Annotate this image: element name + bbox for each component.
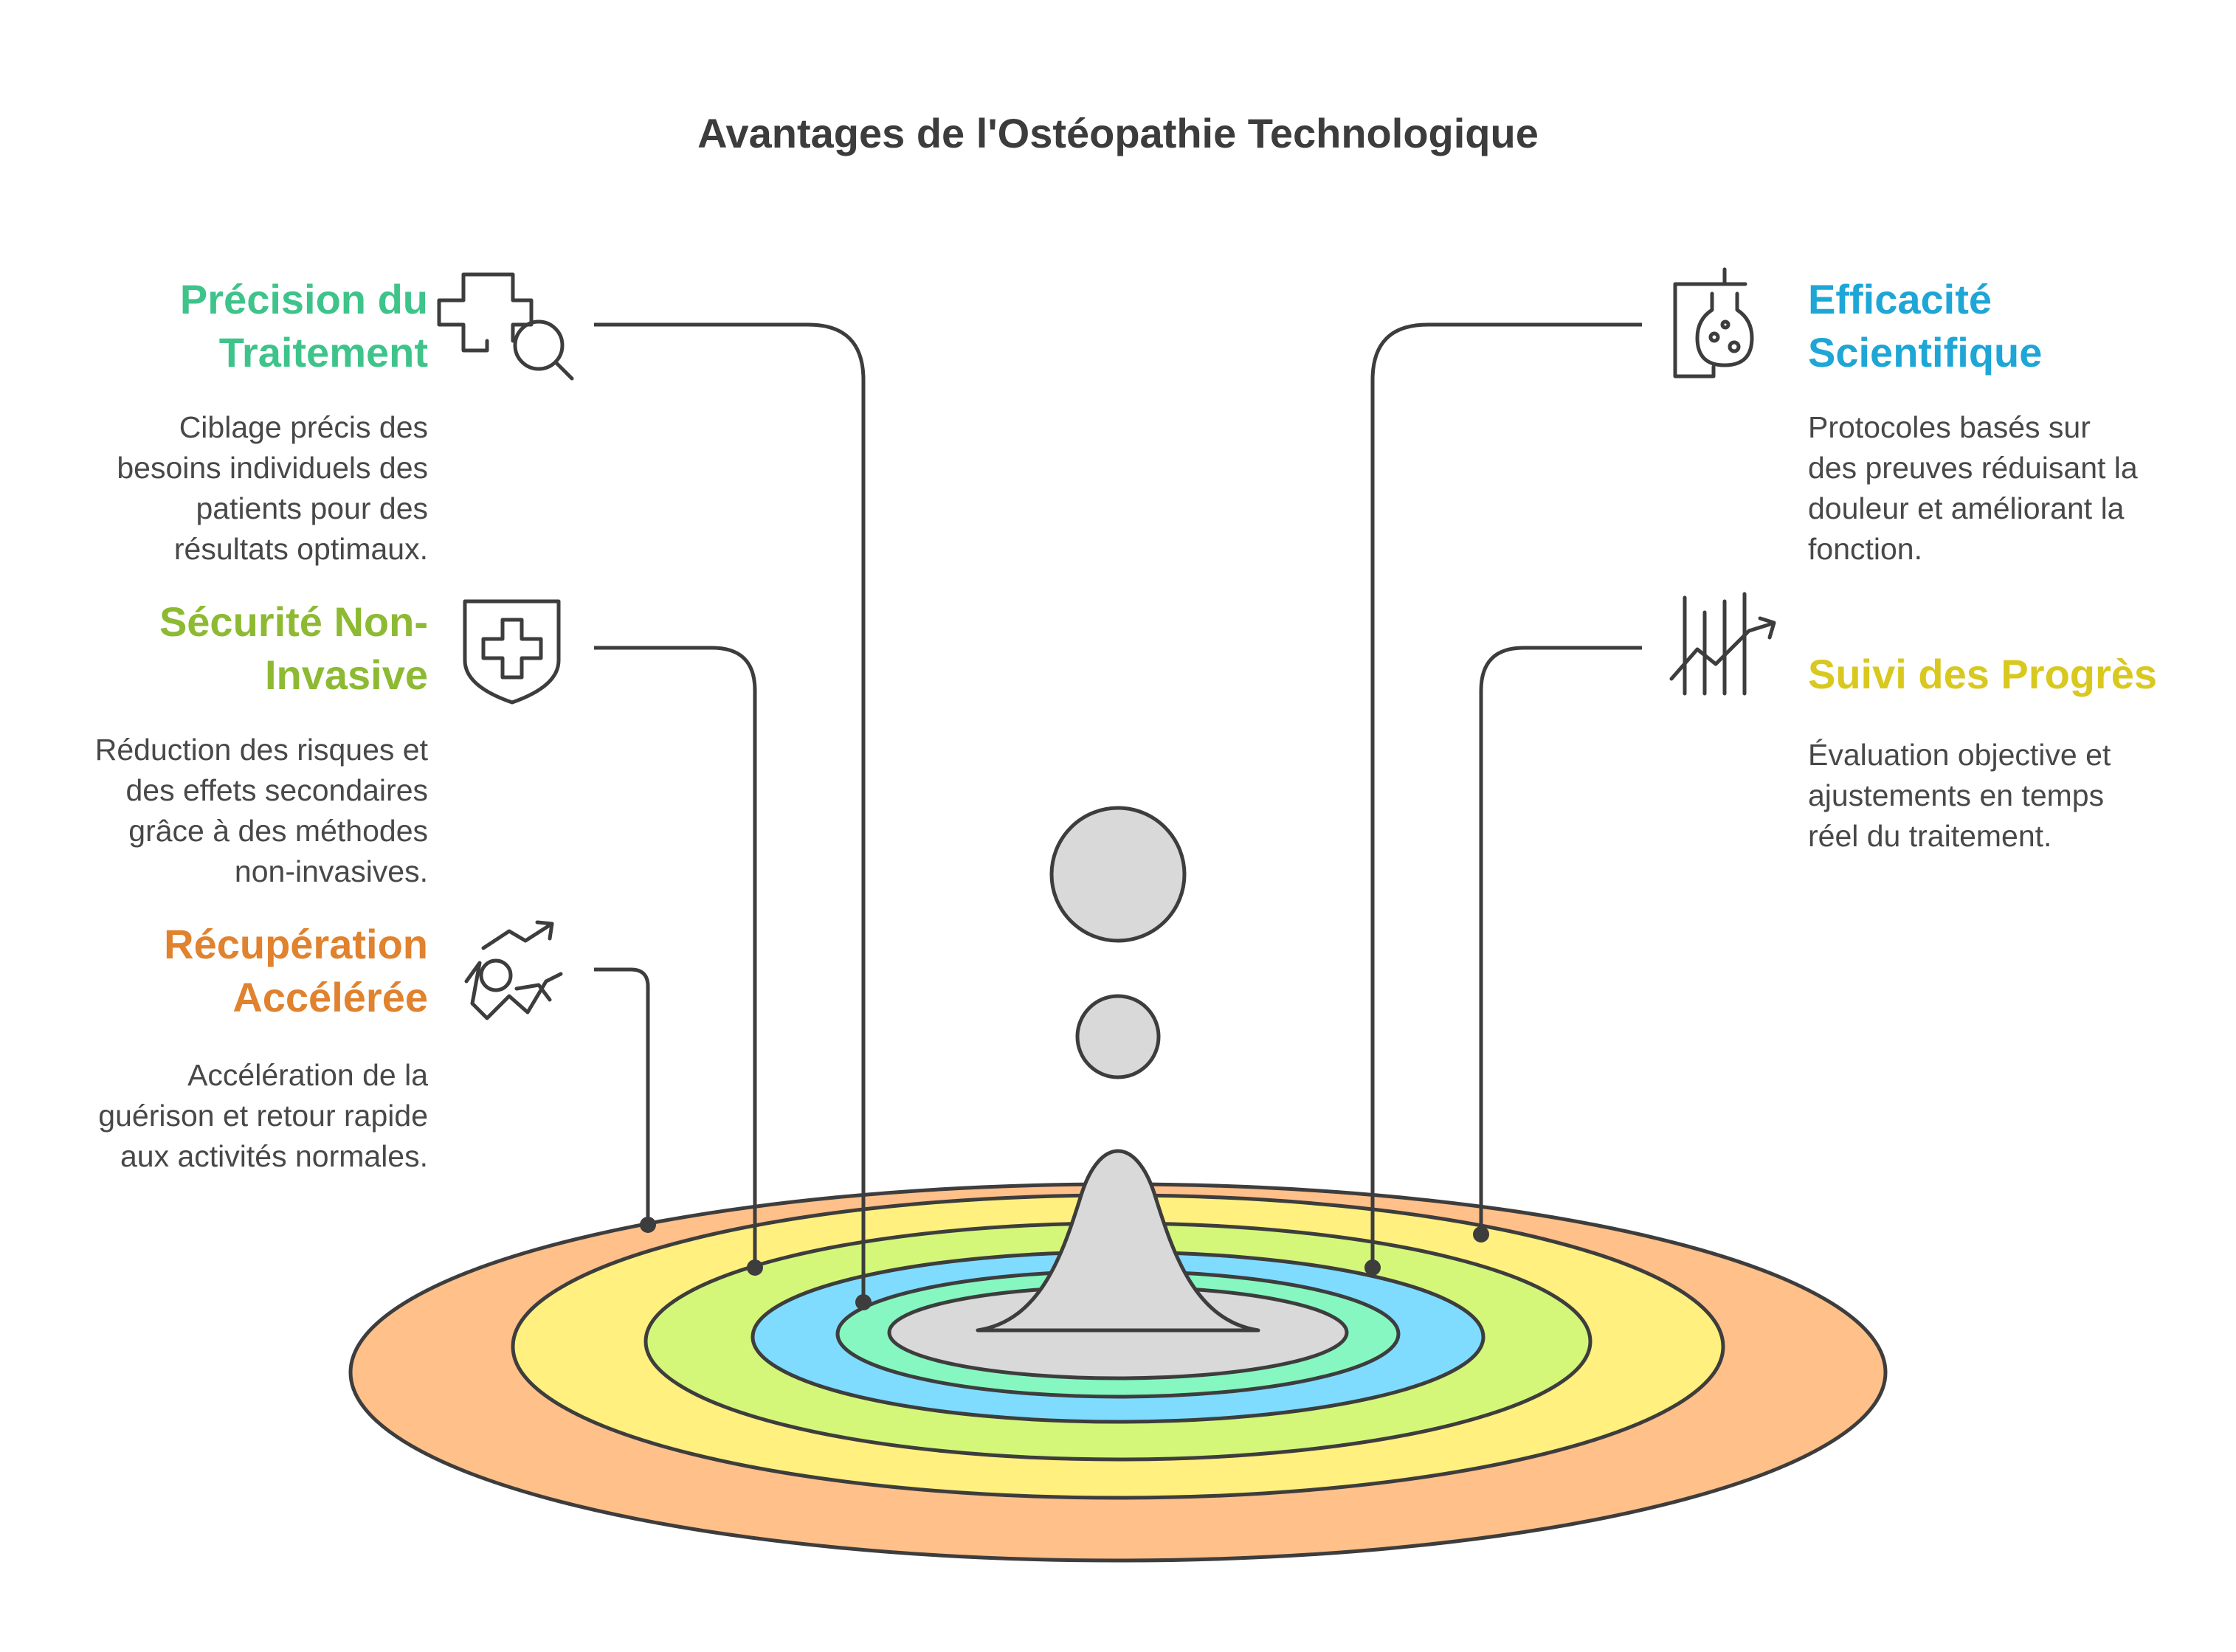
heading-line: Précision du (179, 276, 428, 322)
connector-dot-precision (855, 1294, 872, 1310)
medical-search-icon (437, 272, 574, 381)
heading-line: Sécurité Non- (159, 598, 428, 645)
heading-precision: Précision du Traitement (59, 273, 428, 379)
heading-line: Suivi des Progrès (1808, 651, 2158, 697)
connector-recuperation (594, 967, 650, 1225)
desc-line: Protocoles basés sur (1808, 410, 2091, 444)
desc-securite: Réduction des risques et des effets seco… (15, 730, 428, 892)
desc-line: Accélération de la (187, 1058, 428, 1092)
desc-line: des effets secondaires (125, 773, 429, 807)
desc-line: grâce à des méthodes (128, 814, 428, 848)
desc-line: Ciblage précis des (179, 410, 428, 444)
desc-line: ajustements en temps (1808, 778, 2105, 812)
heading-line: Accélérée (232, 974, 428, 1020)
heading-recuperation: Récupération Accélérée (59, 918, 428, 1024)
connector-dot-efficacite (1364, 1259, 1381, 1276)
desc-line: Évaluation objective et (1808, 738, 2111, 772)
recovery-runner-icon (464, 920, 563, 1020)
desc-line: patients pour des (196, 491, 428, 525)
heading-line: Traitement (218, 329, 428, 376)
connector-dot-recuperation (640, 1217, 656, 1233)
desc-suivi: Évaluation objective et ajustements en t… (1808, 735, 2221, 857)
desc-line: besoins individuels des (117, 451, 428, 485)
desc-line: réel du traitement. (1808, 819, 2052, 853)
desc-recuperation: Accélération de la guérison et retour ra… (15, 1055, 428, 1177)
progress-chart-icon (1669, 592, 1776, 696)
desc-line: des preuves réduisant la (1808, 451, 2138, 485)
shield-cross-icon (463, 599, 561, 705)
page-title: Avantages de l'Ostéopathie Technologique (697, 110, 1539, 156)
desc-line: Réduction des risques et (94, 733, 428, 767)
connector-dot-securite (747, 1259, 763, 1276)
heading-suivi: Suivi des Progrès (1808, 648, 2221, 701)
desc-line: aux activités normales. (120, 1139, 428, 1173)
desc-line: résultats optimaux. (173, 532, 428, 566)
heading-securite: Sécurité Non- Invasive (59, 595, 428, 702)
lab-flask-document-icon (1673, 267, 1754, 379)
heading-efficacite: Efficacité Scientifique (1808, 273, 2192, 379)
droplet-large (1049, 806, 1187, 943)
desc-line: guérison et retour rapide (98, 1099, 428, 1133)
connector-suivi (1479, 646, 1642, 1234)
desc-line: douleur et améliorant la (1808, 491, 2125, 525)
connector-dot-suivi (1473, 1226, 1489, 1243)
connector-efficacite (1370, 322, 1642, 1268)
heading-line: Scientifique (1808, 329, 2043, 376)
connector-precision (594, 322, 866, 1302)
desc-line: non-invasives. (234, 854, 428, 888)
heading-line: Invasive (264, 652, 428, 698)
heading-line: Récupération (164, 921, 428, 967)
connector-securite (594, 646, 757, 1268)
heading-line: Efficacité (1808, 276, 1992, 322)
desc-line: fonction. (1808, 532, 1922, 566)
splash-peak (976, 1149, 1260, 1333)
droplet-small (1075, 994, 1161, 1079)
desc-efficacite: Protocoles basés sur des preuves réduisa… (1808, 407, 2221, 570)
desc-precision: Ciblage précis des besoins individuels d… (15, 407, 428, 570)
